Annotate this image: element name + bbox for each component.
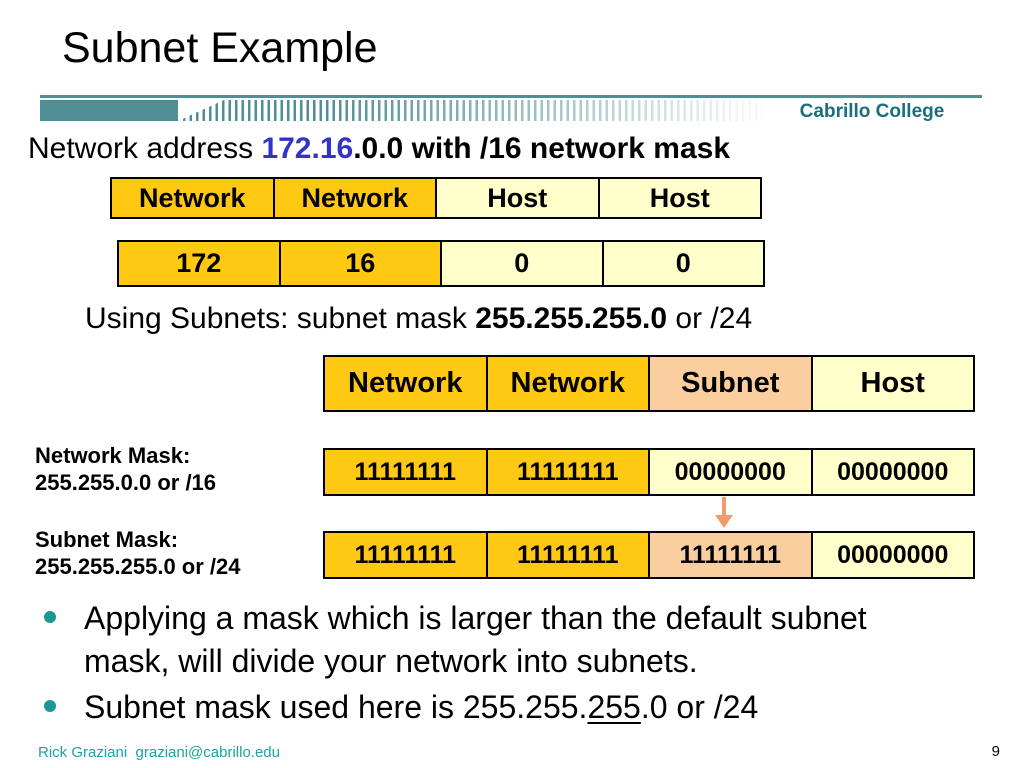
network-mask-label: Network Mask: 255.255.0.0 or /16 (35, 442, 216, 496)
bullet-2-suffix: .0 or /24 (640, 689, 759, 725)
subnet-mask-bits-octet-4: 00000000 (812, 531, 975, 579)
octet-header-network-2: Network (274, 177, 437, 219)
network-address-prefix: Network address (28, 132, 262, 165)
octet-value-4: 0 (603, 240, 765, 287)
subnet-mask-bits-table: 11111111 11111111 11111111 00000000 (323, 531, 975, 579)
bullet-item-2: Subnet mask used here is 255.255.255.0 o… (44, 686, 758, 729)
using-subnets-mask: 255.255.255.0 (475, 302, 668, 335)
octet-value-table: 172 16 0 0 (117, 240, 765, 287)
network-address-highlight: 172.16 (261, 132, 354, 165)
subnet-header-network-1: Network (323, 355, 488, 412)
network-address-suffix: .0.0 with /16 network mask (353, 132, 731, 165)
octet-header-host-1: Host (437, 177, 600, 219)
octet-value-3: 0 (442, 240, 604, 287)
subnet-header-network-2: Network (487, 355, 650, 412)
bullet-1-line-1: Applying a mask which is larger than the… (84, 600, 867, 636)
using-subnets-suffix: or /24 (667, 302, 753, 335)
banner-solid-block (40, 100, 178, 121)
footer-author: Rick Graziani graziani@cabrillo.edu (38, 744, 280, 761)
using-subnets-prefix: Using Subnets: subnet mask (85, 302, 476, 335)
subnet-arrow-line (722, 497, 726, 517)
octet-value-1: 172 (117, 240, 281, 287)
subnet-mask-bits-octet-3: 11111111 (650, 531, 813, 579)
bullet-2-prefix: Subnet mask used here is 255.255. (84, 689, 588, 725)
bullet-dot-icon (44, 611, 56, 623)
subnet-header-subnet: Subnet (650, 355, 813, 412)
page-title: Subnet Example (62, 24, 378, 72)
network-mask-bits-octet-4: 00000000 (812, 448, 975, 496)
bullet-item-1: Applying a mask which is larger than the… (44, 597, 867, 683)
octet-value-2: 16 (280, 240, 442, 287)
network-mask-bits-table: 11111111 11111111 00000000 00000000 (323, 448, 975, 496)
bullet-2-underlined: 255 (587, 689, 641, 725)
network-mask-label-line1: Network Mask: (35, 443, 191, 468)
subnet-header-host: Host (812, 355, 975, 412)
subnet-mask-bits-octet-1: 11111111 (323, 531, 488, 579)
banner-striped-bar (40, 100, 982, 121)
octet-header-network-1: Network (110, 177, 275, 219)
cabrillo-college-logo: Cabrillo College (762, 101, 982, 123)
using-subnets-line: Using Subnets: subnet mask 255.255.255.0… (85, 302, 752, 336)
octet-header-host-2: Host (599, 177, 762, 219)
subnet-header-table: Network Network Subnet Host (323, 355, 975, 412)
bullet-1-text: Applying a mask which is larger than the… (84, 597, 867, 683)
subnet-mask-bits-octet-2: 11111111 (487, 531, 650, 579)
banner-ramp (178, 100, 224, 142)
network-address-line: Network address 172.16.0.0 with /16 netw… (28, 132, 730, 166)
subnet-arrow-head-icon (715, 515, 733, 528)
network-mask-bits-octet-2: 11111111 (487, 448, 650, 496)
octet-header-table: Network Network Host Host (110, 177, 762, 219)
subnet-mask-label-line1: Subnet Mask: (35, 527, 179, 552)
network-mask-bits-octet-1: 11111111 (323, 448, 488, 496)
network-mask-label-line2: 255.255.0.0 or /16 (35, 470, 217, 495)
subnet-mask-label: Subnet Mask: 255.255.255.0 or /24 (35, 526, 241, 580)
network-mask-bits-octet-3: 00000000 (650, 448, 813, 496)
bullet-dot-icon (44, 700, 56, 712)
footer-page-number: 9 (991, 743, 1000, 760)
subnet-mask-label-line2: 255.255.255.0 or /24 (35, 554, 241, 579)
banner-top-line (40, 95, 982, 98)
bullet-1-line-2: mask, will divide your network into subn… (84, 643, 698, 679)
bullet-2-text: Subnet mask used here is 255.255.255.0 o… (84, 686, 758, 729)
